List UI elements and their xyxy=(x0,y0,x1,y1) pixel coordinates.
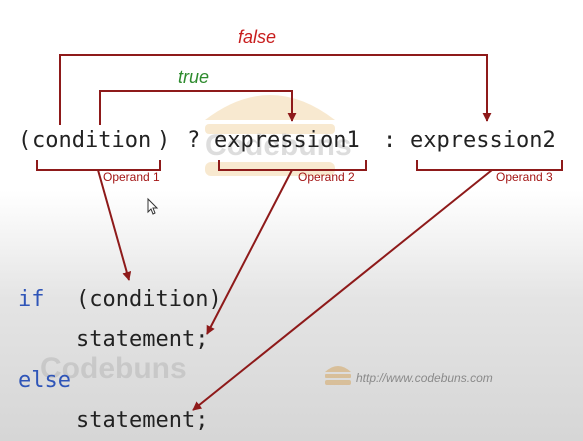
expression1-text: expression1 xyxy=(214,128,360,153)
operand1-bracket xyxy=(36,160,161,171)
false-label: false xyxy=(238,27,276,47)
mouse-cursor-icon xyxy=(147,197,159,215)
operand3-to-statement2-arrow xyxy=(192,169,493,411)
true-branch-arrow xyxy=(99,90,297,125)
statement2-text: statement; xyxy=(76,408,208,433)
condition-text: condition xyxy=(32,128,151,153)
true-label: true xyxy=(178,67,209,87)
statement1-text: statement; xyxy=(76,327,208,352)
codebuns-watermark-bottom: Codebuns xyxy=(40,352,187,385)
operand2-to-statement1-arrow xyxy=(206,169,293,335)
burger-logo-watermark-small xyxy=(325,366,351,385)
expression2-text: expression2 xyxy=(410,128,556,153)
false-branch-arrow xyxy=(59,54,492,125)
open-paren: ( xyxy=(18,128,31,153)
question-mark: ? xyxy=(187,128,200,153)
close-paren: ) xyxy=(157,128,170,153)
else-keyword: else xyxy=(18,368,71,393)
colon: : xyxy=(383,128,396,153)
operand3-label: Operand 3 xyxy=(496,170,553,184)
operand2-label: Operand 2 xyxy=(298,170,355,184)
operand3-bracket xyxy=(416,160,563,171)
codebuns-watermark-top: Codebuns xyxy=(205,129,352,162)
if-condition-text: (condition) xyxy=(76,287,222,312)
if-keyword: if xyxy=(18,287,45,312)
operand1-label: Operand 1 xyxy=(103,170,160,184)
watermark-url: http://www.codebuns.com xyxy=(356,371,493,385)
burger-logo-watermark xyxy=(205,95,335,176)
operand2-bracket xyxy=(218,160,367,171)
operand1-to-condition-arrow xyxy=(97,169,132,281)
